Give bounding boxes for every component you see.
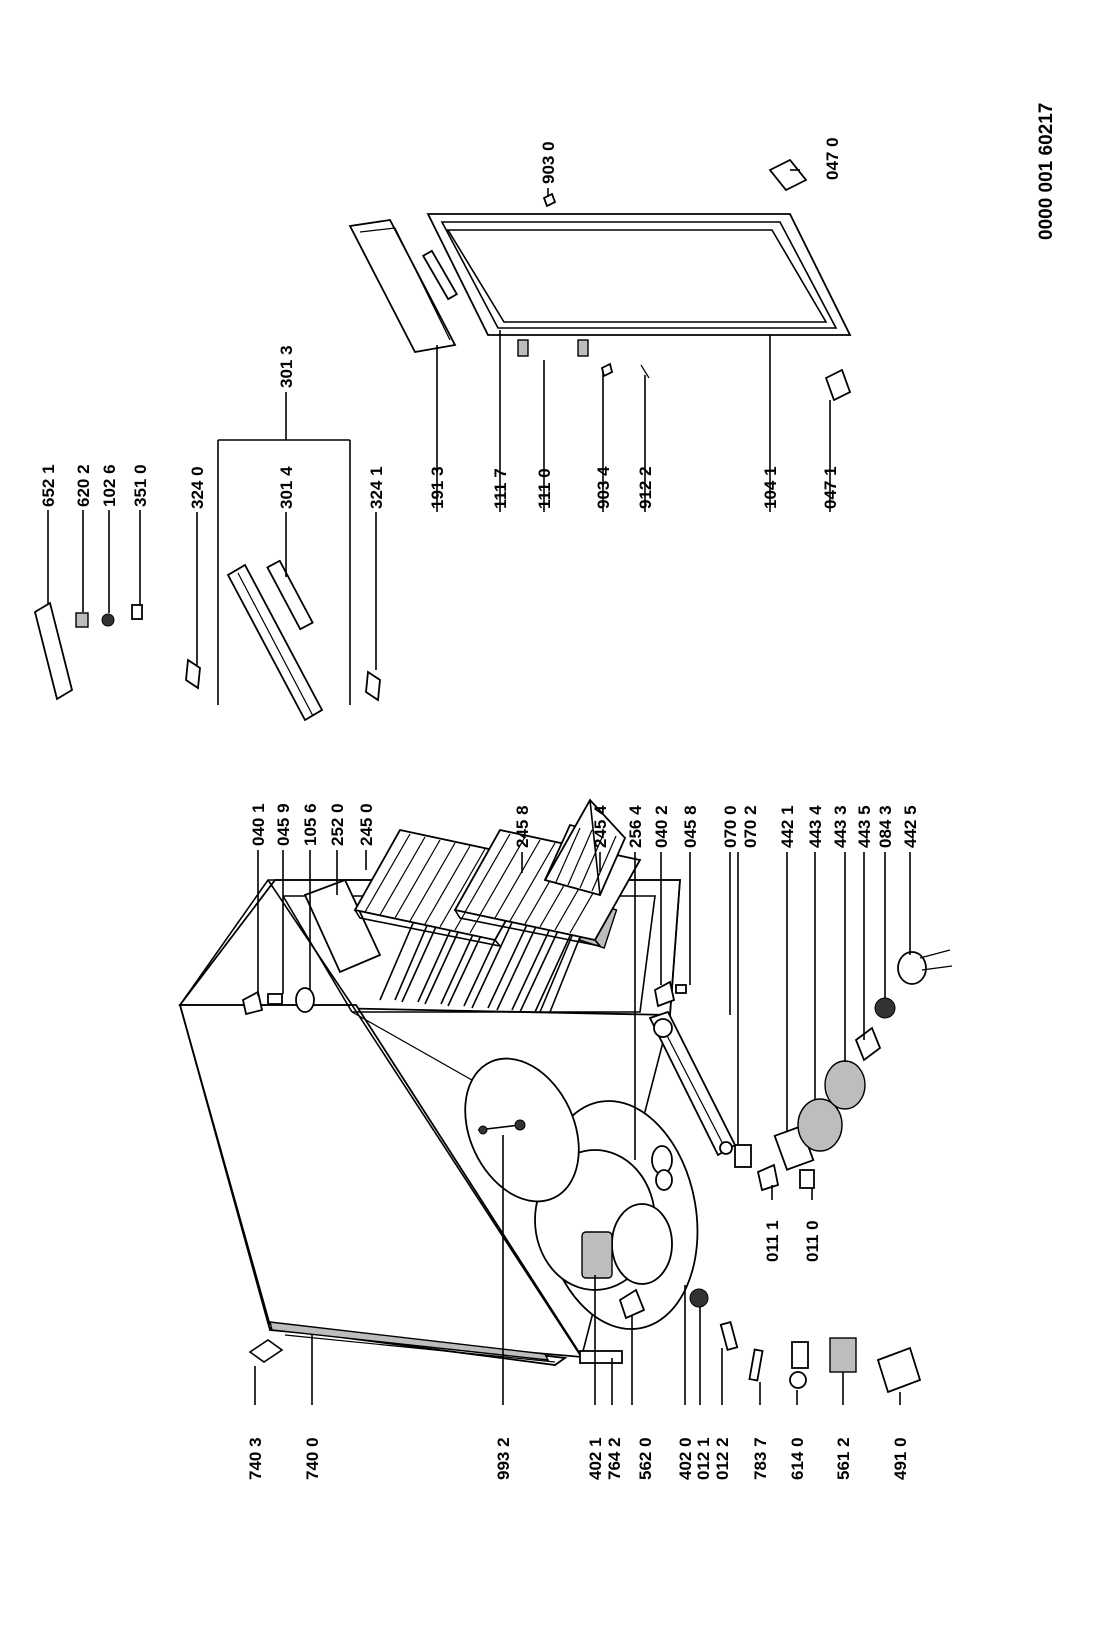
label-3510: 351 0 <box>131 464 150 507</box>
label-4021: 402 1 <box>586 1437 605 1480</box>
label-4910: 491 0 <box>891 1437 910 1480</box>
label-0121: 012 1 <box>694 1437 713 1480</box>
label-0470: 047 0 <box>823 137 842 180</box>
label-0459: 045 9 <box>274 803 293 846</box>
part-labels: 652 1 620 2 102 6 351 0 324 0 301 4 324 … <box>39 137 920 1480</box>
label-1056: 105 6 <box>301 803 320 846</box>
hinge-cover-strip <box>248 1321 568 1366</box>
label-9122: 912 2 <box>636 466 655 509</box>
label-1041: 104 1 <box>761 466 780 509</box>
label-2450: 245 0 <box>357 803 376 846</box>
label-2454: 245 4 <box>591 805 610 848</box>
control-panel-assembly <box>185 439 381 722</box>
label-4433: 443 3 <box>831 805 850 848</box>
fan-motor-group <box>773 949 953 1171</box>
label-4020: 402 0 <box>676 1437 695 1480</box>
label-1026: 102 6 <box>100 464 119 507</box>
label-7400: 740 0 <box>303 1437 322 1480</box>
label-3013: 301 3 <box>277 345 296 388</box>
label-4425: 442 5 <box>901 805 920 848</box>
thermostat-bubble <box>464 1057 580 1203</box>
label-1913: 191 3 <box>428 466 447 509</box>
label-9034: 903 4 <box>594 466 613 509</box>
label-3240: 324 0 <box>188 466 207 509</box>
label-6202: 620 2 <box>74 464 93 507</box>
label-5612: 561 2 <box>834 1437 853 1480</box>
label-6521: 652 1 <box>39 464 58 507</box>
label-7837: 783 7 <box>751 1437 770 1480</box>
label-5620: 562 0 <box>636 1437 655 1480</box>
label-0401: 040 1 <box>249 803 268 846</box>
label-2458: 245 8 <box>513 805 532 848</box>
label-0122: 012 2 <box>713 1437 732 1480</box>
label-3014: 301 4 <box>277 466 296 509</box>
label-4435: 443 5 <box>855 805 874 848</box>
label-0402: 040 2 <box>652 805 671 848</box>
kick-plate <box>648 1010 737 1157</box>
label-3241: 324 1 <box>367 466 386 509</box>
accessory-parts-left <box>579 1288 922 1394</box>
label-0702: 070 2 <box>741 805 760 848</box>
plate-0702 <box>734 1144 752 1168</box>
label-0458: 045 8 <box>681 805 700 848</box>
leader-lines <box>47 169 911 1405</box>
label-0700: 070 0 <box>721 805 740 848</box>
shelf-2454 <box>543 798 627 897</box>
label-1117: 111 7 <box>491 468 510 509</box>
label-2564: 256 4 <box>626 805 645 848</box>
label-7642: 764 2 <box>605 1437 624 1480</box>
hinge-parts-011 <box>756 1163 815 1192</box>
door-assembly <box>348 158 852 402</box>
label-0843: 084 3 <box>876 805 895 848</box>
label-0111: 011 1 <box>763 1220 782 1262</box>
label-6140: 614 0 <box>788 1437 807 1480</box>
foot-256 <box>651 1145 673 1191</box>
document-id: 0000 001 60217 <box>1036 103 1057 240</box>
label-7403: 740 3 <box>246 1437 265 1480</box>
label-0471: 047 1 <box>821 466 840 509</box>
label-9030: 903 0 <box>539 141 558 184</box>
label-2520: 252 0 <box>328 803 347 846</box>
label-4434: 443 4 <box>806 805 825 848</box>
label-4421: 442 1 <box>778 805 797 848</box>
label-0110: 011 0 <box>803 1220 822 1262</box>
thermostat-housing-parts <box>33 601 143 701</box>
shelf-supports <box>241 980 687 1016</box>
label-1110: 111 0 <box>535 468 554 509</box>
label-9932: 993 2 <box>494 1437 513 1480</box>
